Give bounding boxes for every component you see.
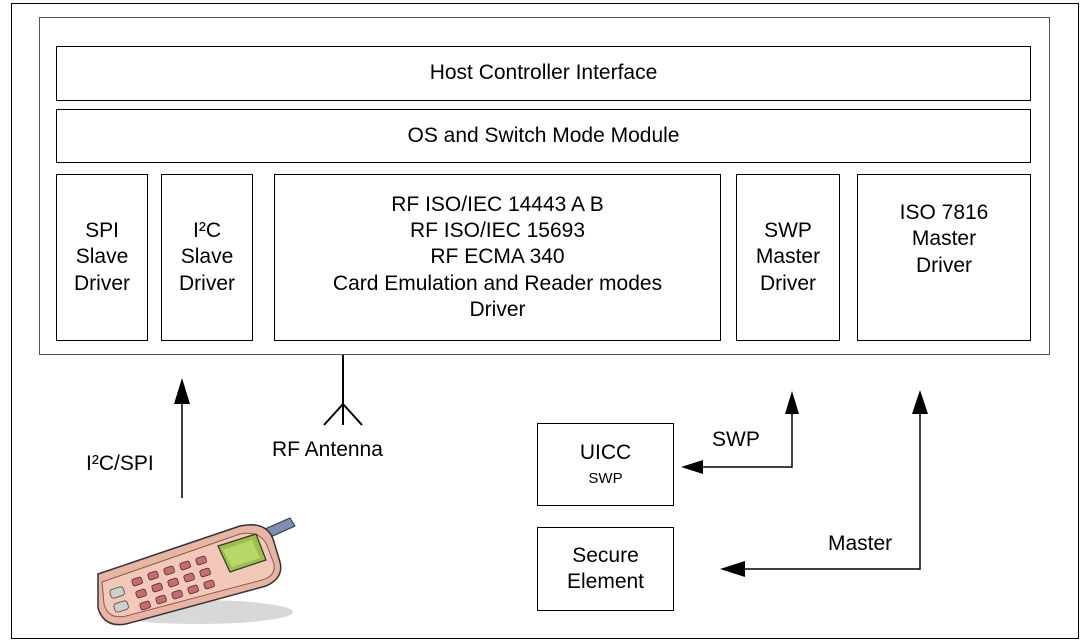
rf-driver-line-1: RF ISO/IEC 14443 A B <box>391 192 604 216</box>
secure-element-box: Secure Element <box>537 527 674 611</box>
uicc-box: UICC SWP <box>537 423 674 506</box>
master-link <box>740 404 921 570</box>
swp-driver-line-3: Driver <box>760 271 816 295</box>
rf-driver-line-4: Card Emulation and Reader modes <box>332 271 663 295</box>
diagram-frame <box>11 3 1079 639</box>
swp-label: SWP <box>712 428 760 451</box>
i2c-slave-driver: I²C Slave Driver <box>161 174 253 341</box>
iso7816-master-driver: ISO 7816 Master Driver <box>857 174 1031 341</box>
secure-element-line-2: Element <box>566 570 645 593</box>
antenna-icon <box>323 355 363 426</box>
i2c-driver-line-3: Driver <box>179 271 235 295</box>
swp-master-driver: SWP Master Driver <box>736 174 840 341</box>
swp-link <box>700 404 793 468</box>
rf-driver-line-3: RF ECMA 340 <box>430 245 565 269</box>
spi-slave-driver: SPI Slave Driver <box>56 174 148 341</box>
swp-arrowhead-up <box>785 391 799 414</box>
mobile-phone-icon <box>97 517 296 626</box>
host-controller-interface: Host Controller Interface <box>56 46 1031 101</box>
uicc-subtitle: SWP <box>588 470 623 488</box>
os-switch-mode-module: OS and Switch Mode Module <box>56 109 1031 163</box>
spi-driver-line-3: Driver <box>74 271 130 295</box>
host-controller-interface-label: Host Controller Interface <box>429 61 658 85</box>
rf-driver-line-2: RF ISO/IEC 15693 <box>409 219 586 243</box>
secure-element-line-1: Secure <box>572 543 639 567</box>
iso7816-driver-line-1: ISO 7816 <box>899 201 989 224</box>
master-label: Master <box>828 532 893 555</box>
os-switch-mode-module-label: OS and Switch Mode Module <box>407 123 680 147</box>
swp-arrowhead-left <box>681 460 703 474</box>
swp-driver-line-1: SWP <box>764 219 812 243</box>
master-arrowhead-left <box>720 561 745 577</box>
spi-driver-line-2: Slave <box>75 245 129 269</box>
rf-driver: RF ISO/IEC 14443 A B RF ISO/IEC 15693 RF… <box>274 174 721 341</box>
uicc-title: UICC <box>579 441 632 464</box>
i2c-driver-line-1: I²C <box>193 219 221 243</box>
iso7816-driver-line-2: Master <box>911 227 977 251</box>
spi-driver-line-1: SPI <box>85 219 119 243</box>
rf-driver-line-5: Driver <box>469 297 526 321</box>
rf-antenna-label: RF Antenna <box>272 438 383 461</box>
i2c-driver-line-2: Slave <box>180 245 234 269</box>
swp-driver-line-2: Master <box>755 245 821 269</box>
iso7816-driver-line-3: Driver <box>916 253 972 277</box>
i2c-spi-label: I²C/SPI <box>86 452 154 475</box>
master-arrowhead-up <box>912 390 928 414</box>
i2c-spi-arrowhead <box>174 378 190 404</box>
